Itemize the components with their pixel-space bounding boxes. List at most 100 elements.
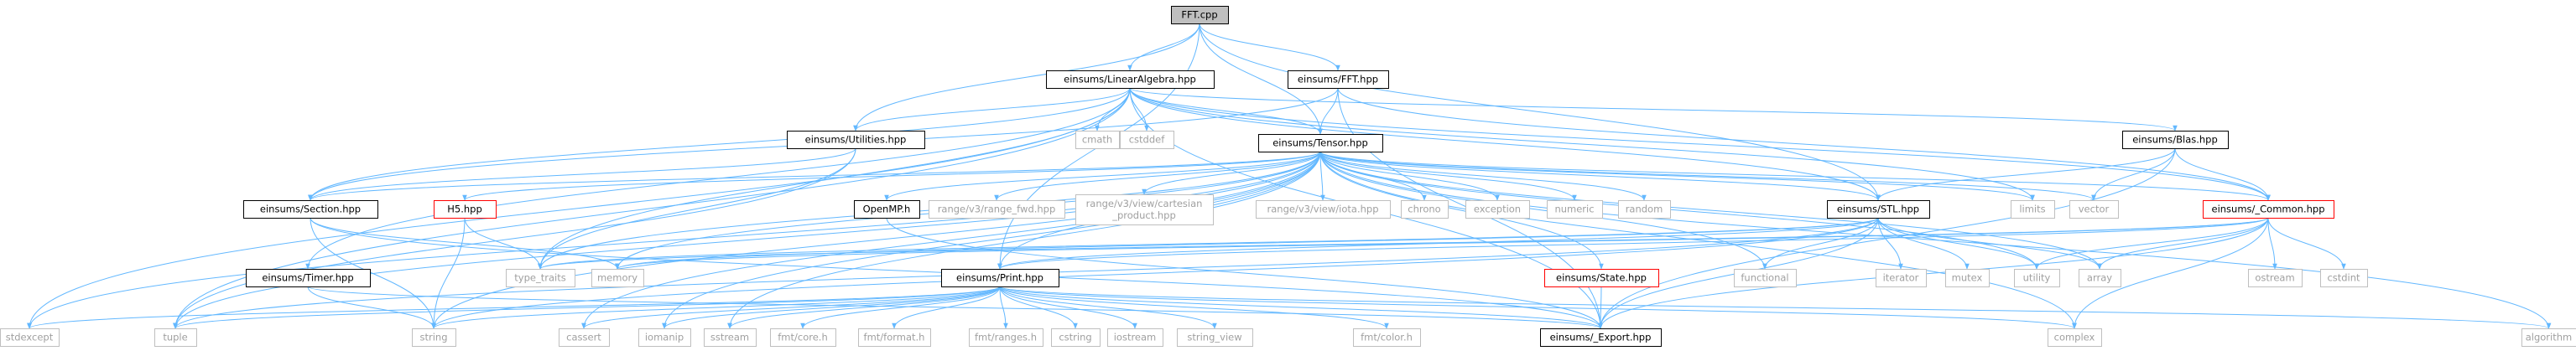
edge-print-to-fmt_ranges [999,286,1008,329]
node-cmath: cmath [1075,131,1120,149]
node-label: complex [2054,332,2095,343]
node-label: einsums/FFT.hpp [1298,74,1378,85]
node-box [1075,131,1120,149]
node-box [2048,328,2102,347]
edge-linear_algebra-to-type_traits [538,87,1131,270]
node-stl[interactable]: einsums/STL.hpp [1827,200,1930,219]
node-box [1256,200,1391,219]
edge-openmp-to-export [886,217,1603,329]
node-label: range/v3/range_fwd.hpp [938,204,1056,215]
node-box [591,269,644,287]
edge-tensor-to-section [308,151,1321,201]
node-box [559,328,610,347]
edge-tensor-to-stl [1319,151,1881,201]
node-box [243,200,378,219]
node-mutex: mutex [1945,269,1990,287]
node-export[interactable]: einsums/_Export.hpp [1540,328,1662,347]
edge-stl-to-array [1877,217,2102,270]
node-section[interactable]: einsums/Section.hpp [243,200,378,219]
edge-utilities-to-section [308,147,856,201]
node-box [638,328,691,347]
edge-print-to-fmt_color [999,286,1389,329]
node-box [1075,194,1214,225]
node-iomanip: iomanip [638,328,691,347]
node-box [929,200,1065,219]
node-fft-hpp[interactable]: einsums/FFT.hpp [1288,70,1389,89]
edge-stl-to-mutex [1877,217,1970,270]
node-label: random [1626,204,1663,215]
node-print[interactable]: einsums/Print.hpp [941,269,1059,287]
node-algorithm: algorithm [2521,328,2576,347]
edge-utilities-to-tuple [173,147,856,329]
edge-common-to-ostream [2267,217,2277,270]
edge-timer-to-string [307,286,436,329]
node-box [1945,269,1990,287]
edge-print-to-cstring [999,286,1078,329]
edge-tensor-to-openmp [884,151,1321,201]
edge-print-to-export [999,286,1603,329]
node-ostream: ostream [2248,269,2303,287]
edge-print-to-sstream [727,286,1001,329]
node-tensor[interactable]: einsums/Tensor.hpp [1258,134,1383,152]
node-label: fmt/color.h [1361,332,1413,343]
edge-fft_cpp-to-stl [1199,23,1881,201]
edge-tensor-to-range_fwd [994,151,1321,201]
node-label: einsums/Utilities.hpp [805,134,907,146]
node-h5[interactable]: H5.hpp [434,200,497,219]
edge-tensor-to-common [1319,151,2271,201]
node-box [2122,131,2229,149]
edge-fft_cpp-to-utilities [853,23,1200,132]
node-openmp[interactable]: OpenMP.h [854,200,920,219]
node-label: functional [1741,272,1788,284]
node-label: string_view [1187,332,1241,343]
node-state[interactable]: einsums/State.hpp [1544,269,1659,287]
node-box [2521,328,2576,347]
edge-blas-to-vector [2091,147,2176,201]
node-type-traits: type_traits [506,269,575,287]
node-linear-algebra[interactable]: einsums/LinearAlgebra.hpp [1046,70,1215,89]
node-tuple: tuple [154,328,197,347]
node-common[interactable]: einsums/_Common.hpp [2203,200,2334,219]
edge-common-to-export [1598,217,2269,329]
edge-print-to-cassert [581,286,1001,329]
node-label: array [2087,272,2112,284]
node-fmt-format: fmt/format.h [858,328,931,347]
edge-tensor-to-utility [1319,151,2039,270]
edge-section-to-memory [310,217,620,270]
edge-tensor-to-h5 [462,151,1321,201]
node-box [858,328,931,347]
edge-h5-to-type_traits [464,217,543,270]
node-box [1107,328,1163,347]
node-timer[interactable]: einsums/Timer.hpp [246,269,371,287]
node-label: string [419,332,447,343]
node-box [1051,328,1101,347]
node-label: fmt/format.h [864,332,925,343]
edge-blas-to-stl [1876,147,2176,201]
node-fft-cpp[interactable]: FFT.cpp [1171,6,1229,24]
node-label: chrono [1408,204,1440,215]
edge-print-to-complex [999,286,2077,329]
node-label: einsums/Section.hpp [260,204,361,215]
node-label: numeric [1554,204,1594,215]
edge-common-to-complex [2072,217,2269,329]
node-label: einsums/Blas.hpp [2132,134,2218,146]
edge-utilities-to-type_traits [538,147,856,270]
edge-tensor-to-state [1319,151,1604,270]
node-label: vector [2079,204,2110,215]
edge-tensor-to-cassert [581,151,1321,329]
node-fmt-core: fmt/core.h [770,328,836,347]
node-memory: memory [591,269,644,287]
edge-print-to-tuple [173,286,1001,329]
node-complex: complex [2048,328,2102,347]
node-box [2011,200,2055,219]
node-label: type_traits [514,272,565,284]
edge-fft_hpp-to-tensor [1318,87,1339,135]
node-label: einsums/_Common.hpp [2212,204,2325,215]
node-utilities[interactable]: einsums/Utilities.hpp [787,131,925,149]
node-box [0,328,60,347]
node-label: cstring [1059,332,1091,343]
node-box [1353,328,1421,347]
node-blas[interactable]: einsums/Blas.hpp [2122,131,2229,149]
node-label: iterator [1883,272,1919,284]
edge-common-to-cstdint [2267,217,2346,270]
